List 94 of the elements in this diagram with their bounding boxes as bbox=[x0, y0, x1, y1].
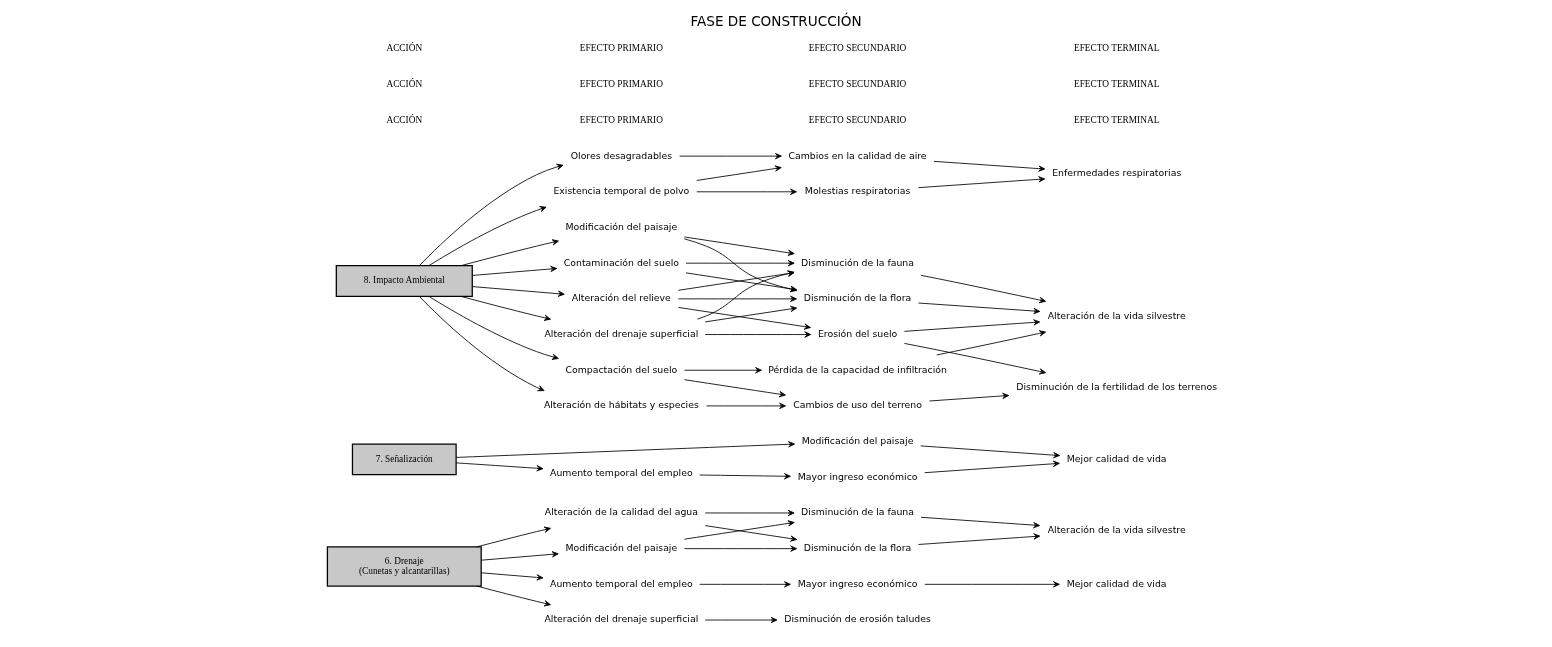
node-text: Disminución de erosión taludes bbox=[784, 613, 931, 625]
node-text: Disminución de la fauna bbox=[801, 506, 915, 518]
arrow bbox=[679, 153, 782, 160]
arrow bbox=[904, 343, 1047, 375]
label: EFECTO SECUNDARIO bbox=[808, 43, 907, 54]
node-text: Aumento temporal del empleo bbox=[550, 467, 693, 479]
node-text: Existencia temporal de polvo bbox=[553, 185, 690, 197]
arrow bbox=[677, 295, 797, 302]
arrow bbox=[455, 462, 544, 472]
node-text: Disminución de la fertilidad de los terrenos bbox=[1016, 381, 1218, 393]
node-text: Alteración de la vida silvestre bbox=[1047, 524, 1186, 536]
node-text: Alteración del drenaje superficial bbox=[544, 613, 699, 625]
arrow bbox=[929, 392, 1010, 402]
arrow bbox=[476, 585, 551, 607]
node-text: Pérdida de la capacidad de infiltración bbox=[768, 363, 947, 375]
arrow bbox=[704, 616, 778, 624]
arrow bbox=[471, 286, 565, 297]
node-box: 6. Drenaje (Cunetas y alcantarillas) bbox=[326, 546, 482, 587]
arrow bbox=[924, 581, 1060, 588]
arrow bbox=[924, 460, 1060, 474]
node-text: Alteración del relieve bbox=[571, 292, 671, 304]
node-text: Alteración del drenaje superficial bbox=[544, 327, 699, 339]
node-text: Alteración de la calidad del agua bbox=[544, 506, 698, 518]
arrow bbox=[471, 265, 558, 276]
arrow bbox=[699, 581, 791, 588]
arrow bbox=[428, 206, 547, 267]
label: EFECTO SECUNDARIO bbox=[808, 79, 907, 90]
label: EFECTO TERMINAL bbox=[1073, 43, 1160, 54]
node-text: Molestias respiratorias bbox=[804, 185, 911, 197]
arrow bbox=[918, 533, 1041, 545]
node-text: Mayor ingreso económico bbox=[797, 470, 918, 482]
node-text: Erosión del suelo bbox=[817, 327, 898, 339]
node-text: Mayor ingreso económico bbox=[797, 577, 918, 589]
arrow bbox=[696, 165, 782, 181]
node-text: Compactación del suelo bbox=[565, 363, 678, 375]
node-text: Disminución de la flora bbox=[803, 292, 912, 304]
node-text: Enfermedades respiratorias bbox=[1052, 167, 1182, 179]
arrow bbox=[704, 305, 798, 323]
node-text: Alteración de la vida silvestre bbox=[1047, 310, 1186, 322]
node-text: Alteración de hábitats y especies bbox=[543, 399, 699, 411]
node-text: Mejor calidad de vida bbox=[1066, 577, 1167, 589]
label: ACCIÓN bbox=[386, 79, 423, 90]
arrow bbox=[480, 572, 544, 581]
arrow bbox=[936, 330, 1047, 356]
arrow bbox=[920, 516, 1040, 529]
label: EFECTO PRIMARIO bbox=[579, 114, 663, 125]
arrow bbox=[918, 302, 1041, 315]
arrow bbox=[904, 319, 1041, 332]
arrow bbox=[684, 520, 795, 540]
arrow bbox=[918, 176, 1046, 189]
arrow bbox=[418, 163, 564, 267]
arrow bbox=[684, 379, 786, 398]
node-text: Modificación del paisaje bbox=[801, 434, 914, 446]
node-text: Modificación del paisaje bbox=[565, 220, 678, 232]
arrow bbox=[460, 295, 551, 321]
arrow bbox=[480, 551, 559, 561]
arrow bbox=[677, 307, 811, 330]
arrow bbox=[428, 295, 559, 360]
label: EFECTO TERMINAL bbox=[1073, 79, 1160, 90]
arrow bbox=[684, 236, 795, 256]
arrow bbox=[418, 295, 545, 392]
arrow bbox=[704, 509, 795, 517]
node-text: Contaminación del suelo bbox=[563, 256, 679, 268]
label: ACCIÓN bbox=[386, 114, 423, 125]
node-text: Modificación del paisaje bbox=[565, 542, 678, 554]
arrow bbox=[696, 188, 797, 195]
arrow bbox=[920, 274, 1047, 304]
arrow bbox=[460, 239, 559, 267]
node-text: Aumento temporal del empleo bbox=[550, 577, 693, 589]
node-text: Olores desagradables bbox=[570, 149, 673, 161]
arrow bbox=[685, 260, 795, 267]
arrow bbox=[704, 525, 798, 542]
diagram-title: FASE DE CONSTRUCCIÓN bbox=[690, 12, 862, 29]
node-text: Disminución de la fauna bbox=[801, 256, 915, 268]
arrow bbox=[933, 160, 1046, 172]
node-text: Cambios de uso del terreno bbox=[793, 399, 922, 411]
arrow bbox=[699, 473, 791, 480]
arrow bbox=[706, 402, 786, 409]
arrow bbox=[476, 526, 551, 548]
node-text: Disminución de la flora bbox=[803, 542, 912, 554]
label: EFECTO TERMINAL bbox=[1073, 114, 1160, 125]
arrow bbox=[920, 445, 1060, 459]
node-text: Mejor calidad de vida bbox=[1066, 452, 1167, 464]
label: EFECTO SECUNDARIO bbox=[808, 114, 907, 125]
node-text: Cambios en la calidad de aire bbox=[788, 149, 927, 161]
label: EFECTO PRIMARIO bbox=[579, 43, 663, 54]
node-box: 7. Señalización bbox=[351, 443, 457, 476]
arrow bbox=[455, 441, 795, 458]
arrow bbox=[704, 331, 812, 338]
label: ACCIÓN bbox=[386, 43, 423, 54]
label: EFECTO PRIMARIO bbox=[579, 79, 663, 90]
arrow bbox=[684, 545, 798, 552]
node-box: 8. Impacto Ambiental bbox=[335, 265, 473, 297]
arrow bbox=[684, 367, 762, 374]
